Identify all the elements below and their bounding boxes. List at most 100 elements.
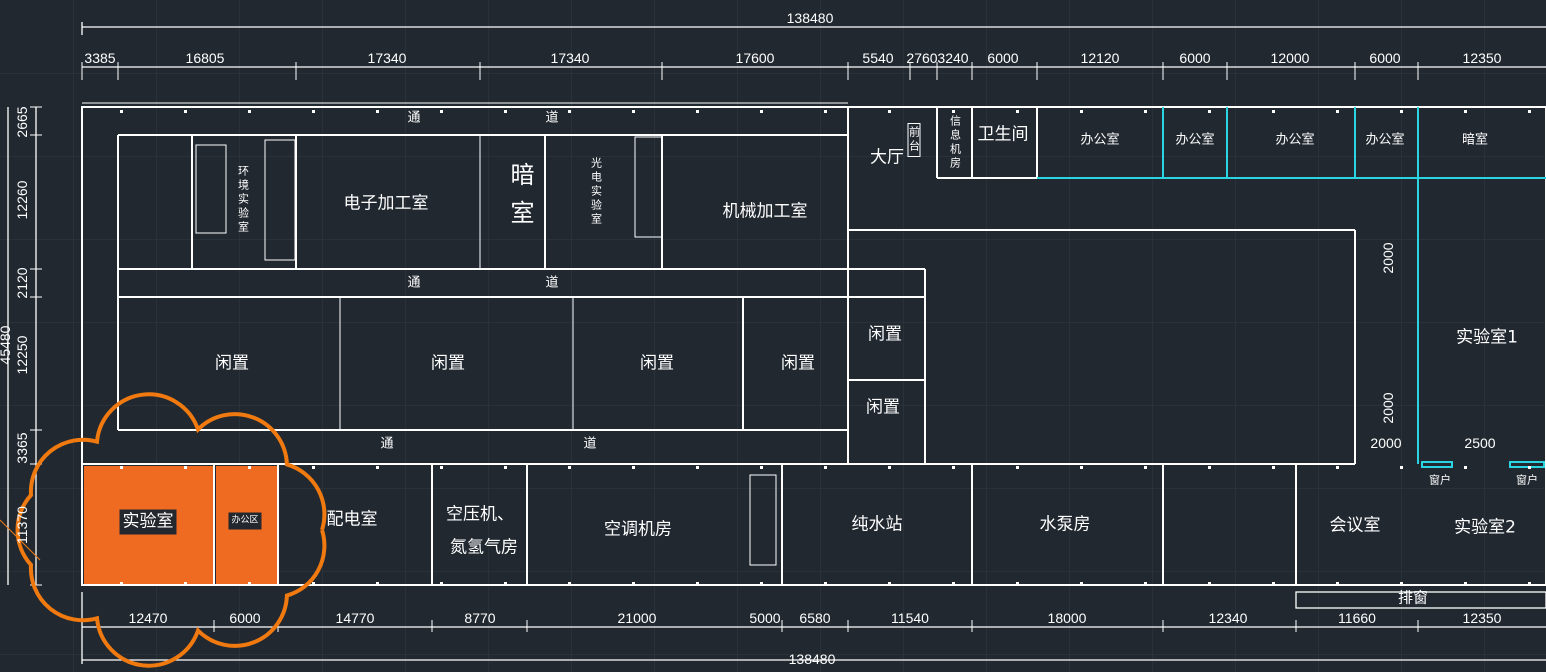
room-env-lab[interactable]: 环境实验室: [236, 165, 250, 235]
column-marker: [1208, 582, 1211, 585]
column-marker: [824, 582, 827, 585]
room-compressor-line2[interactable]: 氮氢气房: [450, 537, 518, 558]
column-marker: [632, 582, 635, 585]
dim-right-h1: 2000: [1370, 435, 1402, 451]
column-marker: [1016, 582, 1019, 585]
dim-bottom: 14770: [335, 610, 375, 626]
room-hall[interactable]: 大厅: [870, 147, 904, 168]
column-marker: [1080, 466, 1083, 469]
cyan-partitions: [1037, 107, 1546, 468]
column-marker: [120, 582, 123, 585]
window-label-2: 窗户: [1516, 473, 1538, 487]
column-marker: [1336, 466, 1339, 469]
room-hvac[interactable]: 空调机房: [604, 519, 672, 540]
room-office-4[interactable]: 办公室: [1365, 132, 1405, 148]
room-electronics[interactable]: 电子加工室: [343, 193, 429, 214]
room-idle-3[interactable]: 闲置: [640, 353, 674, 374]
dim-top: 6000: [1369, 50, 1401, 66]
column-marker: [1272, 466, 1275, 469]
room-idle-6[interactable]: 闲置: [866, 397, 900, 418]
column-marker: [1336, 582, 1339, 585]
column-marker: [184, 582, 187, 585]
room-compressor-line1[interactable]: 空压机、: [446, 504, 514, 525]
column-marker: [760, 582, 763, 585]
column-marker: [1400, 582, 1403, 585]
room-restroom[interactable]: 卫生间: [977, 124, 1029, 145]
corridor-label-1: 通: [407, 110, 421, 126]
dim-bottom: 5000: [749, 610, 781, 626]
column-marker: [1464, 582, 1467, 585]
column-marker: [888, 582, 891, 585]
dim-bottom: 8770: [464, 610, 496, 626]
room-idle-2[interactable]: 闲置: [431, 353, 465, 374]
corridor-label-2: 道: [545, 110, 559, 126]
dim-total-top: 138480: [786, 10, 834, 26]
column-marker: [696, 466, 699, 469]
column-marker: [440, 110, 443, 113]
column-marker: [1016, 110, 1019, 113]
room-idle-4[interactable]: 闲置: [781, 353, 815, 374]
walls: [81, 102, 1546, 586]
room-idle-5[interactable]: 闲置: [868, 324, 902, 345]
column-marker: [440, 582, 443, 585]
column-marker: [1400, 466, 1403, 469]
room-office-1[interactable]: 办公室: [1080, 132, 1120, 148]
room-power[interactable]: 配电室: [326, 509, 378, 530]
room-idle-1[interactable]: 闲置: [215, 353, 249, 374]
room-office-2[interactable]: 办公室: [1175, 132, 1215, 148]
room-meeting[interactable]: 会议室: [1329, 515, 1381, 536]
column-marker: [952, 110, 955, 113]
column-marker: [504, 582, 507, 585]
room-office-3[interactable]: 办公室: [1275, 132, 1315, 148]
column-marker: [184, 466, 187, 469]
room-lab1[interactable]: 实验室1: [1456, 327, 1518, 348]
column-marker: [568, 466, 571, 469]
column-marker: [696, 582, 699, 585]
leader-line: [0, 519, 41, 561]
room-optoelectronic-lab[interactable]: 光电实验室: [589, 157, 603, 227]
dim-left: 12260: [14, 180, 30, 220]
dim-bottom: 12470: [128, 610, 168, 626]
room-machining[interactable]: 机械加工室: [722, 201, 808, 222]
dimension-lines: [7, 22, 1546, 664]
dim-bottom: 12350: [1462, 610, 1502, 626]
dim-top: 6000: [1179, 50, 1211, 66]
column-marker: [824, 110, 827, 113]
dim-top: 12000: [1270, 50, 1310, 66]
column-marker: [1528, 110, 1531, 113]
corridor-label-6: 道: [583, 436, 597, 452]
column-marker: [120, 110, 123, 113]
room-pump[interactable]: 水泵房: [1039, 514, 1091, 535]
column-marker: [1464, 110, 1467, 113]
room-pure-water[interactable]: 纯水站: [851, 514, 903, 535]
room-lab2[interactable]: 实验室2: [1454, 517, 1516, 538]
room-office-area-highlighted[interactable]: 办公区: [228, 512, 262, 530]
column-marker: [1272, 110, 1275, 113]
column-marker: [1464, 466, 1467, 469]
column-marker: [1144, 466, 1147, 469]
column-marker: [312, 466, 315, 469]
column-marker: [696, 110, 699, 113]
dim-left: 2120: [14, 267, 30, 299]
column-marker: [376, 466, 379, 469]
column-marker: [1144, 582, 1147, 585]
column-marker: [248, 466, 251, 469]
column-marker: [504, 110, 507, 113]
reception-desk[interactable]: 前台: [907, 123, 921, 157]
room-server[interactable]: 信息机房: [948, 115, 962, 171]
corridor-label-4: 道: [545, 275, 559, 291]
dim-top: 5540: [862, 50, 894, 66]
column-marker: [504, 466, 507, 469]
column-marker: [632, 466, 635, 469]
column-marker: [1080, 110, 1083, 113]
room-lab-highlighted[interactable]: 实验室: [119, 509, 177, 535]
dim-top: 12350: [1462, 50, 1502, 66]
column-marker: [888, 110, 891, 113]
column-marker: [888, 466, 891, 469]
room-darkroom-a[interactable]: 暗室: [506, 162, 534, 238]
column-marker: [760, 110, 763, 113]
dim-bottom: 21000: [617, 610, 657, 626]
room-darkroom-b[interactable]: 暗室: [1461, 132, 1489, 148]
dim-top: 17600: [735, 50, 775, 66]
